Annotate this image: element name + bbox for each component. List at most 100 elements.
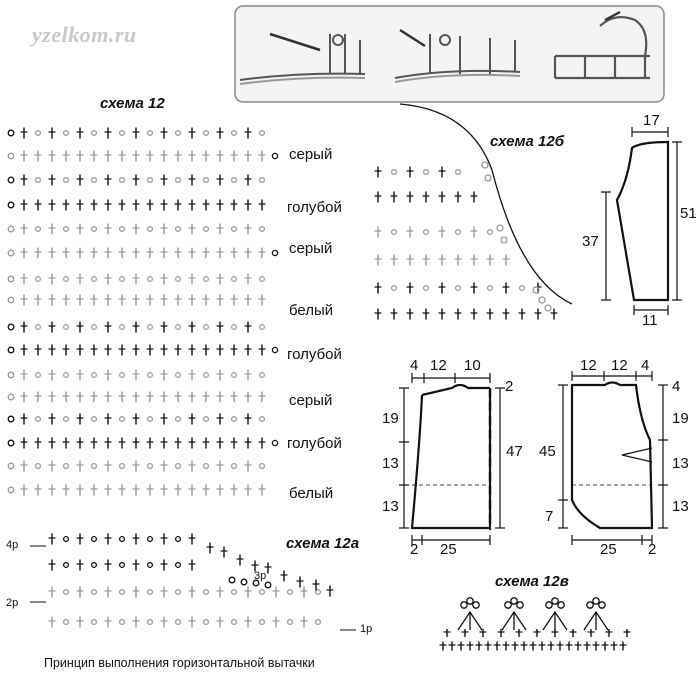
front-top-right: 4 bbox=[672, 378, 681, 395]
chain-mark bbox=[62, 618, 70, 626]
watermark: yzelkom.ru bbox=[32, 22, 137, 47]
chain-mark bbox=[62, 588, 70, 596]
chain-mark bbox=[34, 176, 42, 184]
chain-mark bbox=[174, 415, 182, 423]
scheme-12a-caption: Принцип выполнения горизонтальной вытачк… bbox=[44, 656, 315, 670]
back-left-1: 19 bbox=[382, 410, 399, 427]
chain-mark bbox=[62, 129, 70, 137]
chain-mark bbox=[7, 439, 15, 447]
chain-mark bbox=[7, 176, 15, 184]
chain-mark bbox=[538, 296, 546, 304]
chain-mark bbox=[202, 323, 210, 331]
chain-mark bbox=[230, 225, 238, 233]
chain-mark bbox=[7, 201, 15, 209]
chain-mark bbox=[7, 371, 15, 379]
chain-mark bbox=[118, 462, 126, 470]
chain-mark bbox=[454, 228, 462, 236]
chain-mark bbox=[62, 561, 70, 569]
chain-mark bbox=[62, 415, 70, 423]
chain-mark bbox=[174, 535, 182, 543]
front-outline bbox=[570, 381, 654, 530]
chain-mark bbox=[202, 275, 210, 283]
chain-mark bbox=[484, 174, 492, 182]
sleeve-bottom: 11 bbox=[642, 312, 658, 329]
chain-mark bbox=[314, 618, 322, 626]
chain-mark bbox=[240, 578, 248, 586]
back-top-3: 10 bbox=[464, 357, 481, 374]
row-label-4: белый bbox=[289, 302, 334, 319]
chain-mark bbox=[90, 535, 98, 543]
chain-mark bbox=[286, 588, 294, 596]
chain-mark bbox=[271, 152, 279, 160]
chain-mark bbox=[146, 588, 154, 596]
chain-mark bbox=[586, 601, 594, 609]
chain-mark bbox=[62, 462, 70, 470]
chain-mark bbox=[202, 415, 210, 423]
chain-mark bbox=[146, 176, 154, 184]
chain-mark bbox=[118, 561, 126, 569]
chain-mark bbox=[90, 561, 98, 569]
chain-mark bbox=[460, 601, 468, 609]
back-bottom-2: 25 bbox=[440, 541, 457, 558]
chain-mark bbox=[286, 618, 294, 626]
chain-mark bbox=[174, 371, 182, 379]
chain-drawing-3 bbox=[553, 11, 650, 80]
chain-mark bbox=[7, 415, 15, 423]
chain-mark bbox=[7, 346, 15, 354]
chain-mark bbox=[516, 601, 524, 609]
row-label-8: белый bbox=[289, 485, 334, 502]
chain-mark bbox=[34, 129, 42, 137]
chain-mark bbox=[258, 462, 266, 470]
chain-mark bbox=[258, 225, 266, 233]
chain-mark bbox=[146, 275, 154, 283]
front-left-1: 45 bbox=[539, 443, 556, 460]
row-label-4r: 4р bbox=[6, 539, 19, 551]
back-outline bbox=[410, 383, 492, 530]
chain-mark bbox=[118, 371, 126, 379]
chain-drawing-2 bbox=[394, 28, 521, 83]
chain-mark bbox=[486, 228, 494, 236]
chain-mark bbox=[496, 224, 504, 232]
chain-mark bbox=[118, 415, 126, 423]
chain-mark bbox=[146, 535, 154, 543]
chain-mark bbox=[486, 284, 494, 292]
chain-mark bbox=[202, 588, 210, 596]
chain-mark bbox=[7, 393, 15, 401]
chain-mark bbox=[7, 249, 15, 257]
chain-mark bbox=[174, 588, 182, 596]
chain-mark bbox=[258, 415, 266, 423]
chain-mark bbox=[118, 535, 126, 543]
chain-mark bbox=[62, 275, 70, 283]
front-top-1: 12 bbox=[580, 357, 597, 374]
sleeve-outline bbox=[615, 140, 670, 302]
chain-mark bbox=[90, 462, 98, 470]
chain-mark bbox=[7, 275, 15, 283]
chain-mark bbox=[258, 371, 266, 379]
chain-mark bbox=[146, 415, 154, 423]
chain-mark bbox=[202, 618, 210, 626]
sleeve-side-height: 37 bbox=[582, 233, 599, 250]
chain-mark bbox=[174, 176, 182, 184]
chain-mark bbox=[202, 462, 210, 470]
row-label-2r: 2р bbox=[6, 597, 19, 609]
chain-mark bbox=[174, 129, 182, 137]
chain-mark bbox=[202, 176, 210, 184]
chain-mark bbox=[34, 275, 42, 283]
chain-mark bbox=[422, 168, 430, 176]
back-top-right: 2 bbox=[505, 378, 514, 395]
chain-mark bbox=[230, 588, 238, 596]
row-label-5: голубой bbox=[287, 346, 342, 363]
chain-mark bbox=[90, 415, 98, 423]
chain-mark bbox=[258, 129, 266, 137]
chain-mark bbox=[174, 561, 182, 569]
back-left-2: 13 bbox=[382, 455, 399, 472]
chain-mark bbox=[598, 601, 606, 609]
chain-mark bbox=[500, 236, 508, 244]
chain-mark bbox=[202, 225, 210, 233]
chain-mark bbox=[118, 323, 126, 331]
chain-mark bbox=[62, 535, 70, 543]
back-top-2: 12 bbox=[430, 357, 447, 374]
chain-mark bbox=[258, 588, 266, 596]
